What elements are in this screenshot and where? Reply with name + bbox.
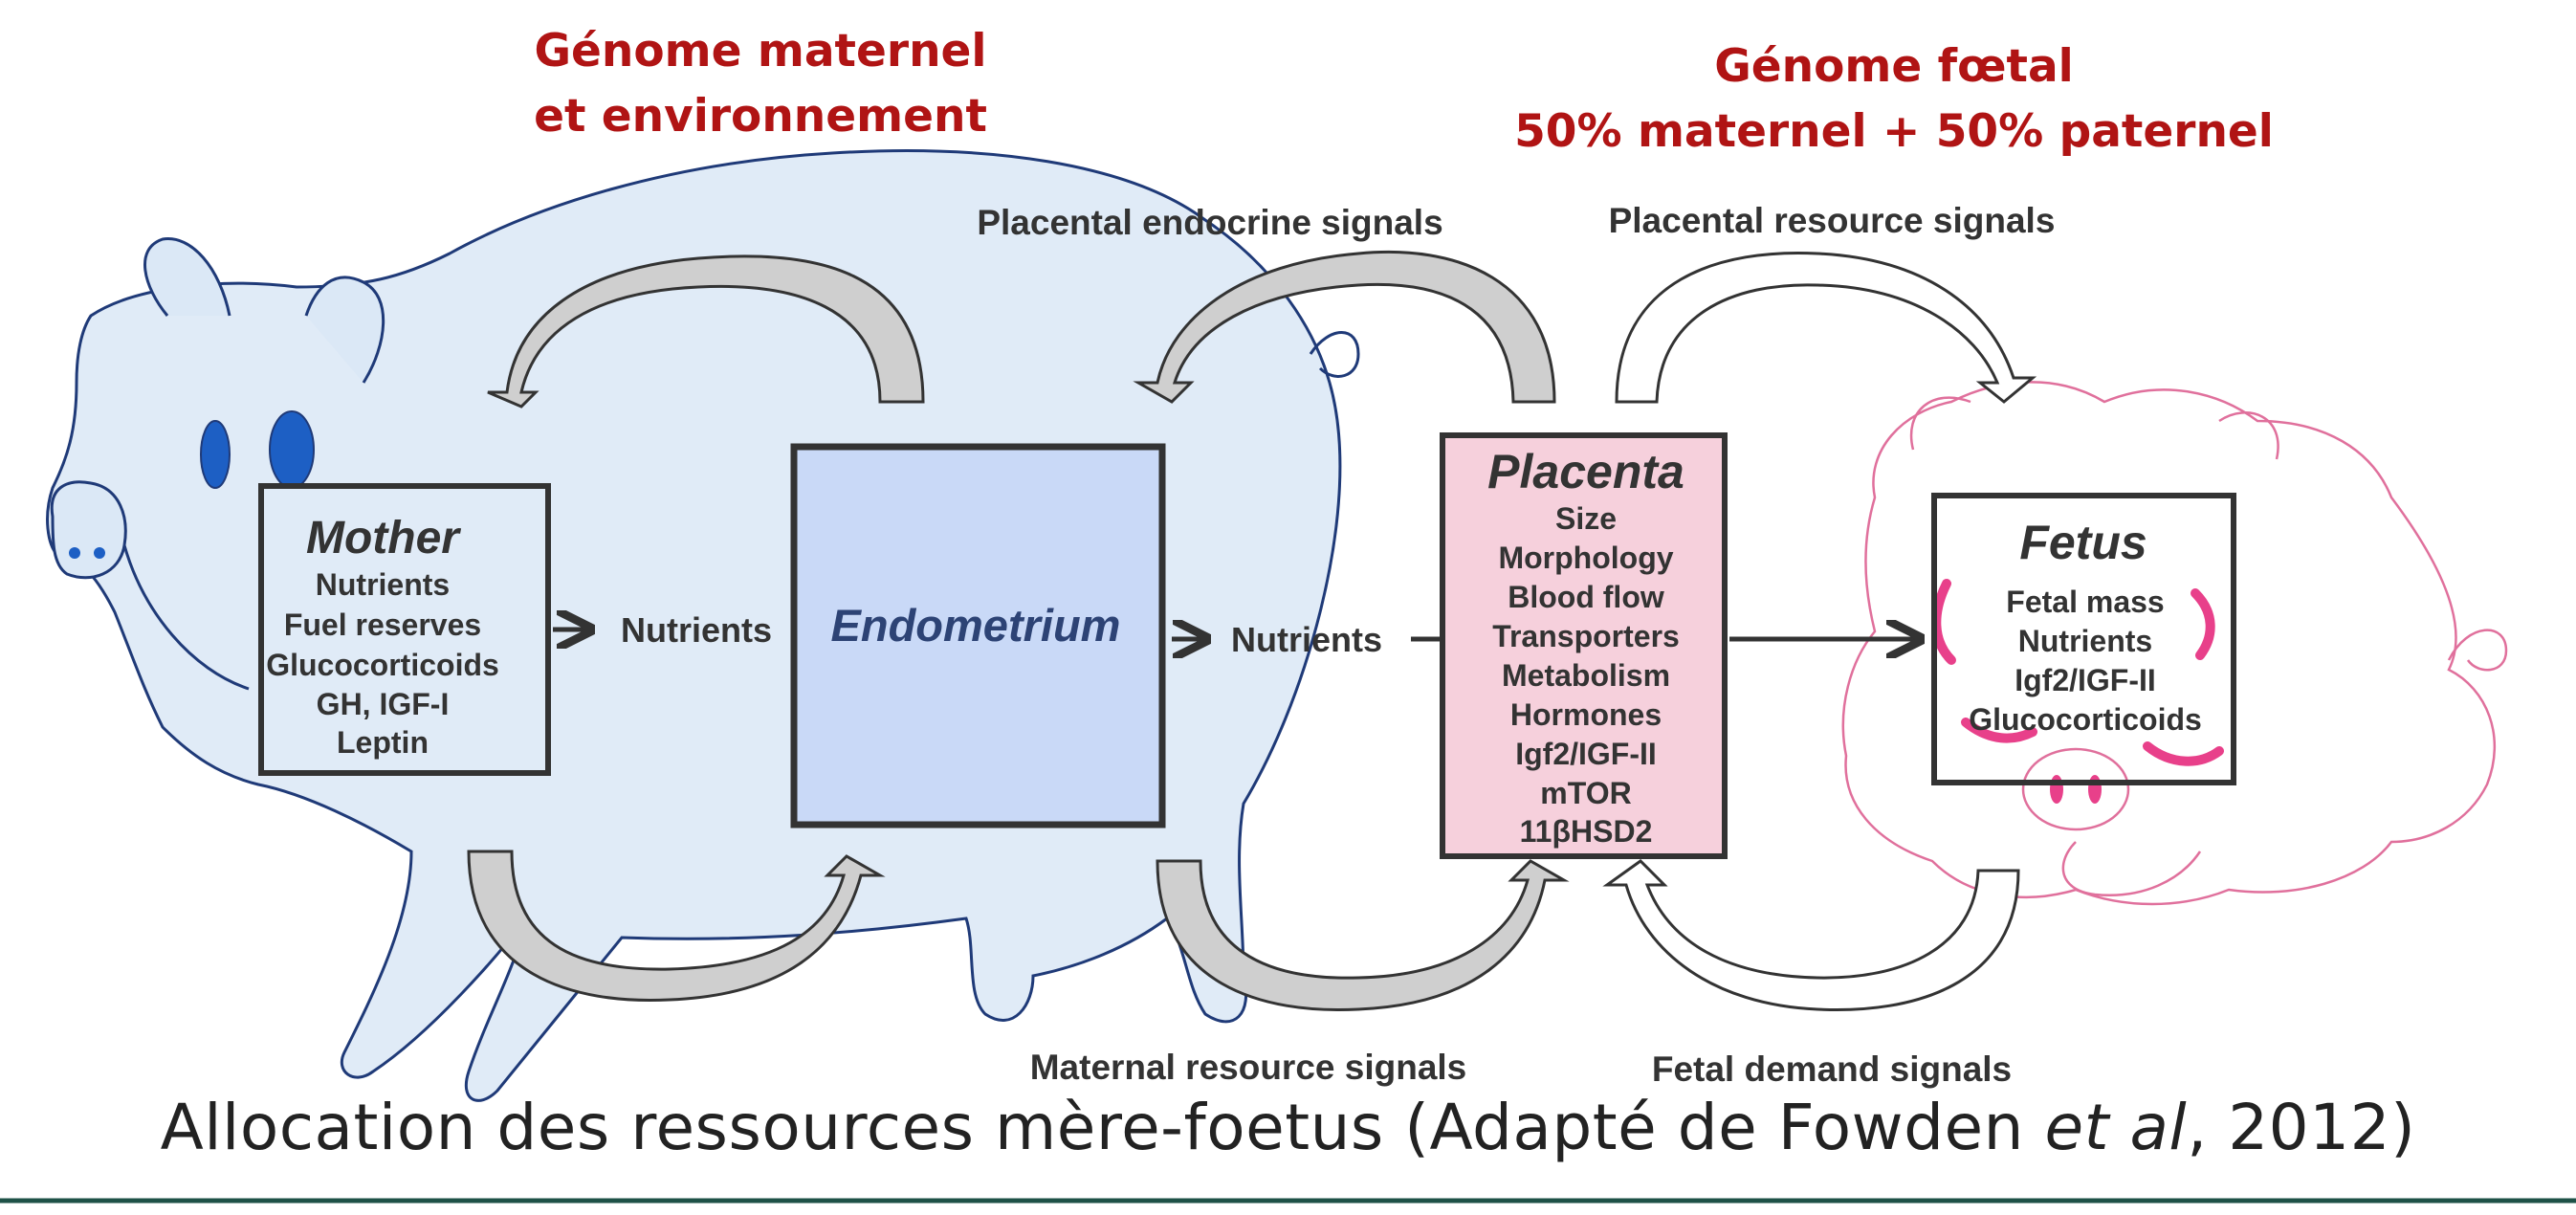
fetus-item-fetal-mass: Fetal mass [2006, 585, 2164, 619]
mother-item-nutrients: Nutrients [316, 567, 450, 602]
fetus-item-nutrients: Nutrients [2018, 624, 2152, 658]
endometrium-title: Endometrium [831, 600, 1121, 651]
figure-caption: Allocation des ressources mère-foetus (A… [0, 1091, 2576, 1164]
mother-endometrium-top-arrow [487, 254, 925, 409]
placental-endocrine-arrow [1133, 250, 1556, 404]
mother-pig-ear-left [143, 237, 231, 317]
fetal-pig-body [1841, 381, 2496, 906]
mother-pig-snout [50, 480, 127, 580]
caption-text-end: , 2012) [2187, 1091, 2416, 1164]
placenta-item-mtor: mTOR [1540, 776, 1631, 810]
mother-pig-illustration [46, 149, 1360, 1102]
fetal-demand-arrow [1602, 859, 2020, 1011]
mother-pig-nostril-left [69, 547, 80, 559]
placenta-item-metabolism: Metabolism [1502, 658, 1670, 693]
mother-pig-eye-right [269, 410, 315, 489]
fetal-pig-cheek-right [2143, 741, 2224, 766]
mother-pig-nostril-right [94, 547, 105, 559]
fetal-pig-nostril-right [2088, 775, 2102, 804]
placenta-item-blood-flow: Blood flow [1508, 580, 1664, 614]
nutrients-label-1: Nutrients [621, 610, 772, 650]
fetal-pig-snout [2021, 747, 2130, 831]
fetal-pig-front-leg [2061, 841, 2202, 896]
placental-endocrine-signals-label: Placental endocrine signals [977, 203, 1442, 242]
mother-title: Mother [306, 513, 461, 563]
placenta-item-igf2: Igf2/IGF-II [1515, 737, 1657, 771]
mother-pig-body [46, 149, 1342, 1102]
fetal-pig-ear-right [2218, 411, 2279, 460]
placenta-item-size: Size [1555, 501, 1617, 536]
placental-resource-arrow [1615, 252, 2037, 404]
fetal-genome-heading: Génome fœtal 50% maternel + 50% paternel [1464, 34, 2324, 165]
mother-endometrium-bottom-arrow [467, 850, 886, 1002]
mother-item-fuel-reserves: Fuel reserves [284, 608, 481, 642]
placenta-item-11bhsd2: 11βHSD2 [1520, 814, 1653, 849]
mother-pig-tail [1309, 331, 1360, 378]
placenta-title: Placenta [1487, 445, 1684, 498]
endometrium-box: Endometrium [790, 443, 1166, 828]
placenta-item-morphology: Morphology [1498, 541, 1673, 575]
maternal-resource-signals-label: Maternal resource signals [1030, 1048, 1467, 1087]
maternal-genome-heading: Génome maternel et environnement [459, 19, 1062, 149]
maternal-genome-line-1: Génome maternel [534, 25, 987, 77]
caption-italic: et al [2044, 1091, 2188, 1164]
fetal-pig-illustration [1841, 381, 2508, 906]
fetus-item-igf2: Igf2/IGF-II [2015, 663, 2156, 697]
fetus-title: Fetus [2019, 516, 2147, 569]
nutrients-label-2: Nutrients [1231, 620, 1382, 659]
mother-item-glucocorticoids: Glucocorticoids [266, 648, 499, 682]
fetal-demand-signals-label: Fetal demand signals [1652, 1049, 2012, 1089]
maternal-resource-arrow [1156, 859, 1570, 1011]
placental-resource-signals-label: Placental resource signals [1609, 201, 2056, 240]
fetal-pig-ear-left [1909, 396, 1971, 451]
fetal-genome-line-2: 50% maternel + 50% paternel [1514, 105, 2274, 158]
mother-box: Mother Nutrients Fuel reserves Glucocort… [258, 483, 551, 776]
caption-text-start: Allocation des ressources mère-foetus (A… [160, 1091, 2045, 1164]
fetal-pig-nostril-left [2050, 775, 2063, 804]
placenta-item-transporters: Transporters [1492, 619, 1680, 653]
fetal-pig-cheek-left [1961, 718, 2037, 743]
mother-pig-ear-right [304, 276, 385, 384]
fetus-item-glucocorticoids: Glucocorticoids [1969, 702, 2202, 737]
mother-pig-jaw [122, 544, 250, 691]
fetal-pig-tail [2447, 629, 2508, 672]
placenta-item-hormones: Hormones [1510, 697, 1662, 732]
mother-pig-eye-left [200, 420, 231, 489]
mother-item-leptin: Leptin [337, 725, 429, 760]
mother-item-gh-igf: GH, IGF-I [317, 687, 450, 721]
fetal-pig-eye-right [2191, 588, 2215, 660]
fetus-box: Fetus Fetal mass Nutrients Igf2/IGF-II G… [1931, 493, 2236, 785]
placenta-box: Placenta Size Morphology Blood flow Tran… [1440, 432, 1728, 859]
fetal-genome-line-1: Génome fœtal [1714, 40, 2074, 93]
maternal-genome-line-2: et environnement [534, 90, 987, 143]
